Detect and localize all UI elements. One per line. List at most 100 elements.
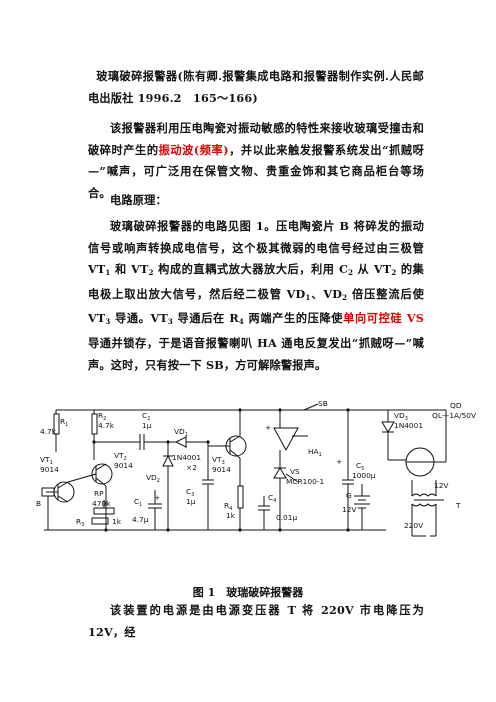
label-c3: C3 <box>186 487 194 498</box>
label-t220: 220V <box>404 521 423 530</box>
sub-3b: 3 <box>167 317 173 327</box>
principle-text-b: 和 VT <box>110 262 149 277</box>
label-c2: C2 <box>142 411 150 422</box>
label-sb: SB <box>318 400 328 408</box>
label-vd2: VD2 <box>146 473 160 484</box>
rp-potentiometer <box>93 507 115 515</box>
plus-sign-c1: + <box>154 493 160 502</box>
label-c1v: 4.7μ <box>132 515 149 524</box>
label-vs: VS <box>290 467 300 476</box>
label-vt3: VT3 <box>212 455 225 466</box>
c2-capacitor <box>94 434 164 450</box>
sub-4: 4 <box>238 317 244 327</box>
sub-2d: 2 <box>342 292 348 302</box>
label-vd3: VD3 <box>394 411 408 422</box>
c1-capacitor <box>148 490 162 530</box>
g-battery <box>354 484 370 530</box>
label-c3v: 1μ <box>186 497 196 506</box>
label-qd: QD <box>450 401 462 410</box>
label-r3v: 1k <box>112 517 122 526</box>
t-transformer <box>411 493 444 507</box>
label-vsv: MCR100-1 <box>286 477 324 486</box>
section-heading: 电路原理： <box>88 190 424 212</box>
label-c4: C4 <box>268 493 276 504</box>
sub-1b: 1 <box>305 292 311 302</box>
ha-speaker <box>273 410 299 452</box>
reference-paragraph: 玻璃破碎报警器(陈有卿.报警集成电路和报警器制作实例.人民邮电出版社 1996.… <box>88 66 424 109</box>
intro-text-a: 该报警器利用压电陶瓷对振动敏感的特性来接收玻璃受撞击和破碎时产生的 <box>88 121 424 157</box>
sub-1: 1 <box>105 268 111 278</box>
principle-text-f: 、VD <box>310 286 343 301</box>
section-heading-text: 电路原理： <box>110 193 167 207</box>
label-c1: C1 <box>134 497 142 508</box>
principle-text-i: 导通后在 R <box>173 311 239 326</box>
label-vt2v: 9014 <box>114 461 133 470</box>
label-g: G <box>346 491 352 500</box>
label-vd3v: 1N4001 <box>394 421 423 430</box>
vs-scr <box>273 450 299 530</box>
reference-title: 玻璃破碎报警器 <box>96 69 178 83</box>
label-r1: R1 <box>60 417 68 428</box>
label-r3: R3 <box>76 517 84 528</box>
label-vd1x: ×2 <box>186 463 197 472</box>
principle-paragraph: 玻璃破碎报警器的电路见图 1。压电陶瓷片 B 将碎发的振动信号或响声转换成电信号… <box>88 216 424 376</box>
label-qdv: QL—1A/50V <box>432 411 476 420</box>
circuit-diagram: R1 4.7k R2 4.7k C2 1μ VD1 1N4001 ×2 VD2 … <box>36 400 476 537</box>
label-r2: R2 <box>98 411 106 422</box>
r3-resistor <box>91 517 109 525</box>
label-c5: C5 <box>356 461 364 472</box>
c5-capacitor <box>342 410 354 530</box>
r2-resistor <box>91 413 98 435</box>
c4-capacitor <box>258 496 270 530</box>
principle-text-a: 玻璃破碎报警器的电路见图 1。压电陶瓷片 B 将碎发的振动信号或响声转换成电信号… <box>88 219 424 277</box>
label-t12: 12V <box>434 481 448 490</box>
label-c2v: 1μ <box>142 421 152 430</box>
intro-highlight: 振动波(频率) <box>158 142 229 157</box>
reference-source: (陈有卿.报警集成电路和报警器制作实例.人民邮电出版社 1996.2 165～1… <box>88 69 424 105</box>
label-rpv: 470k <box>92 499 111 508</box>
label-rp: RP <box>94 489 104 498</box>
sub-2b: 2 <box>348 268 354 278</box>
label-r1v: 4.7k <box>40 427 57 436</box>
label-r2v: 4.7k <box>98 421 115 430</box>
sb-switch <box>298 403 336 411</box>
label-r4v: 1k <box>226 511 236 520</box>
vt2-transistor <box>91 463 113 485</box>
plus-sign-ha: + <box>265 423 271 432</box>
principle-text-j: 两端产生的压降使 <box>243 311 344 326</box>
label-r4: R4 <box>224 501 232 512</box>
principle-text-h: 导通。VT <box>110 311 168 326</box>
label-vt2: VT2 <box>114 451 127 462</box>
principle-text-e: 的集电极上取出放大信号，然后经二极管 VD <box>88 262 425 301</box>
sub-2c: 2 <box>391 268 397 278</box>
plus-sign-c5: + <box>336 457 342 466</box>
principle-text-k: 导通并锁存，于是语音报警喇叭 HA 通电反复发出“抓贼呀—”喊声。这时，只有按一… <box>88 335 424 372</box>
label-vd1: VD1 <box>174 427 188 438</box>
power-paragraph: 该装置的电源是由电源变压器 T 将 220V 市电降压为 12V，经 <box>88 600 424 643</box>
vd3-diode <box>381 410 395 460</box>
principle-text-g: 倍压整流后使 VT <box>88 286 425 326</box>
label-t: T <box>455 501 461 510</box>
principle-text-c: 构成的直耦式放大器放大后，利用 C <box>153 262 349 277</box>
power-text: 该装置的电源是由电源变压器 T 将 220V 市电降压为 12V，经 <box>88 603 424 639</box>
sub-3: 3 <box>105 317 111 327</box>
vd1-diode <box>164 436 208 448</box>
label-b: B <box>36 499 41 508</box>
intro-paragraph: 该报警器利用压电陶瓷对振动敏感的特性来接收玻璃受撞击和破碎时产生的振动波(频率)… <box>88 118 424 204</box>
intro-text-b: ，并以此来触发报警系统发出“抓贼呀—”喊声，可广泛用在保管文物、贵重金饰和其它商… <box>88 142 425 200</box>
label-gv: 12V <box>342 505 356 514</box>
label-vt3v: 9014 <box>212 465 231 474</box>
c3-capacitor <box>202 442 214 530</box>
label-ha: HA1 <box>308 447 322 458</box>
principle-highlight: 单向可控硅 VS <box>343 311 424 326</box>
figure-caption: 图 1 玻瑞破碎报警器 <box>192 586 304 599</box>
sub-2: 2 <box>148 268 154 278</box>
label-c4v: 0.01μ <box>276 513 297 522</box>
r4-resistor <box>237 485 244 509</box>
principle-text-d: 从 VT <box>353 262 392 277</box>
label-vt1: VT1 <box>40 455 53 466</box>
label-vt1v: 9014 <box>40 465 59 474</box>
label-vd1v: 1N4001 <box>172 453 201 462</box>
vd2-diode <box>162 442 174 530</box>
label-c5v: 1000μ <box>352 471 376 480</box>
